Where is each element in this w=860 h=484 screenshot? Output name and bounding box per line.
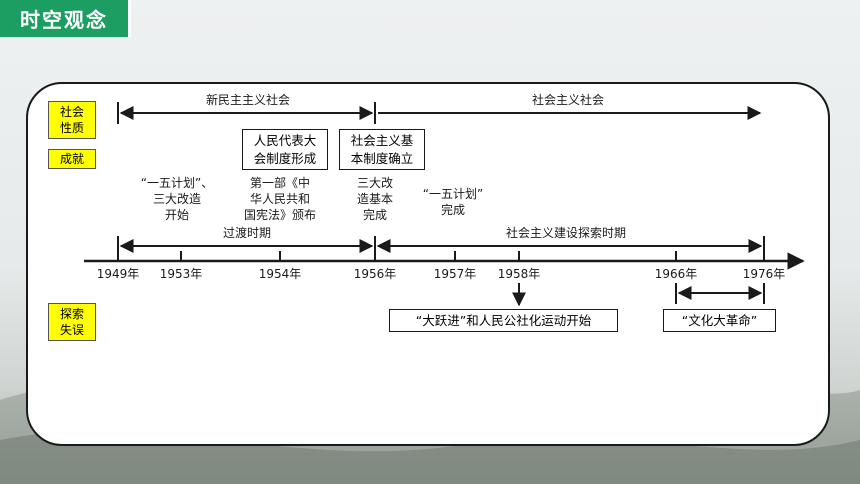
year-1953: 1953年 [159, 267, 203, 281]
label-exploration-text: 探索 失误 [59, 307, 84, 337]
period-socialist-exploration: 社会主义建设探索时期 [505, 226, 626, 240]
section-title: 时空观念 [20, 8, 108, 32]
year-1949: 1949年 [96, 267, 140, 281]
year-1957: 1957年 [433, 267, 477, 281]
year-1958: 1958年 [497, 267, 541, 281]
achievement-1956-reform: 三大改 造基本 完成 [356, 176, 393, 222]
label-achievements: 成就 [48, 149, 96, 169]
period-new-democratic: 新民主主义社会 [205, 93, 290, 107]
period-socialist: 社会主义社会 [531, 93, 604, 107]
mistake-great-leap-text: “大跃进”和人民公社化运动开始 [415, 312, 592, 328]
achievement-box-1954-text: 人民代表大 会制度形成 [253, 132, 317, 166]
achievement-1953: “一五计划”、 三大改造 开始 [140, 176, 214, 222]
achievement-box-1954: 人民代表大 会制度形成 [242, 129, 328, 170]
mistake-great-leap: “大跃进”和人民公社化运动开始 [389, 309, 618, 332]
year-1976: 1976年 [742, 267, 786, 281]
section-title-tab: 时空观念 [0, 0, 131, 37]
year-1954: 1954年 [258, 267, 302, 281]
period-transition: 过渡时期 [222, 226, 271, 240]
mistake-cultural-revolution-text: “文化大革命” [681, 312, 758, 328]
label-social-nature-text: 社会 性质 [59, 105, 84, 135]
label-achievements-text: 成就 [59, 152, 84, 166]
achievement-box-1956-text: 社会主义基 本制度确立 [350, 132, 414, 166]
year-1966: 1966年 [654, 267, 698, 281]
label-social-nature: 社会 性质 [48, 101, 96, 139]
label-exploration-mistakes: 探索 失误 [48, 303, 96, 341]
achievement-box-1956: 社会主义基 本制度确立 [339, 129, 425, 170]
mistake-cultural-revolution: “文化大革命” [663, 309, 776, 332]
achievement-1954-constitution: 第一部《中 华人民共和 国宪法》颁布 [243, 176, 316, 222]
achievement-1957: “一五计划” 完成 [422, 187, 484, 217]
timeline-panel [26, 82, 830, 446]
year-1956: 1956年 [353, 267, 397, 281]
